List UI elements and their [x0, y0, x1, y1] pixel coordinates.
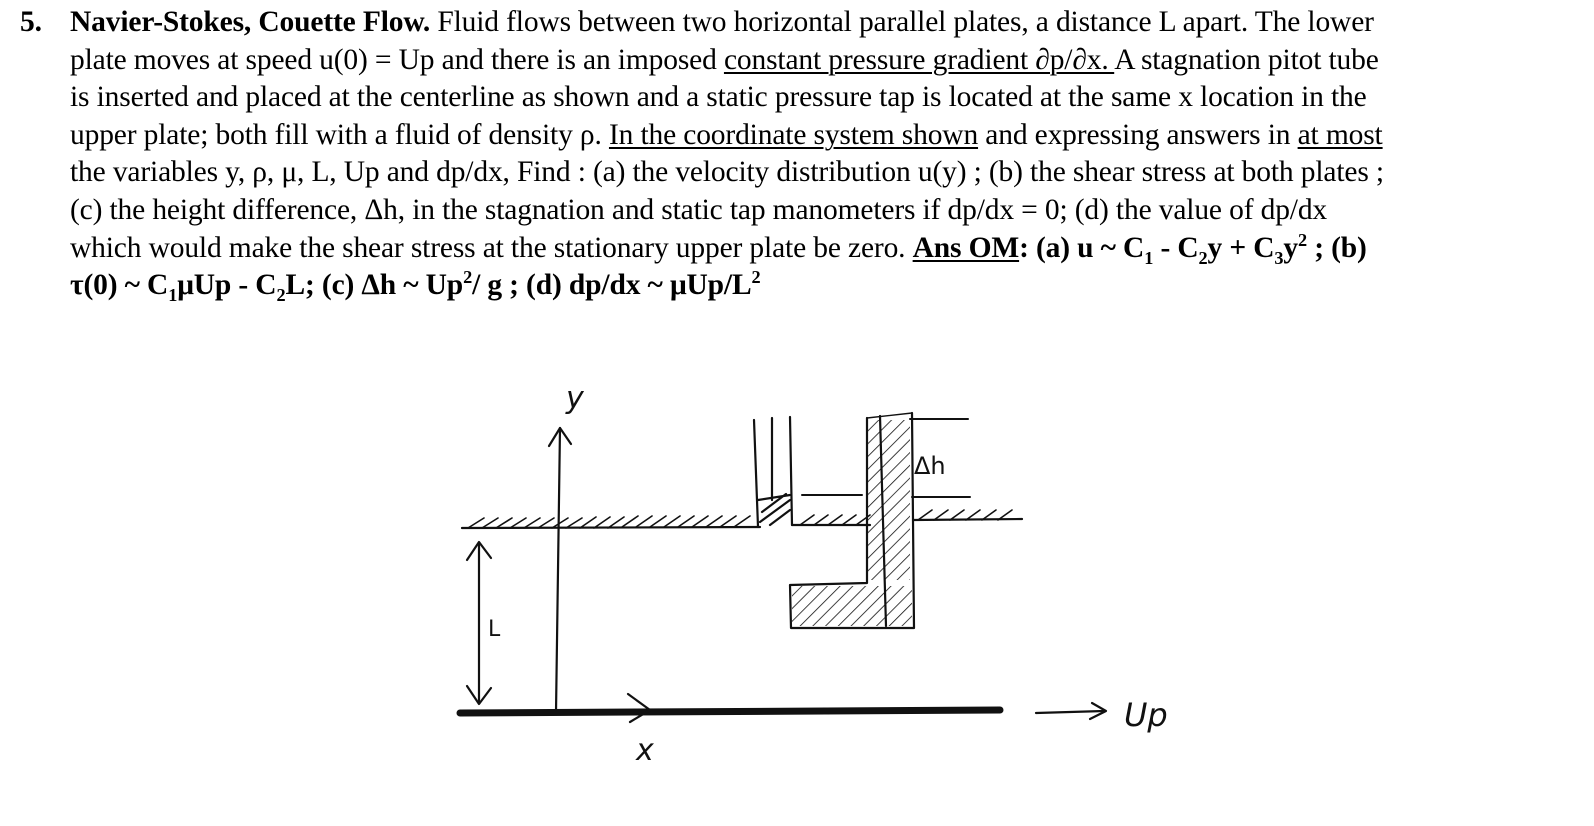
- problem-line-6: (c) the height difference, Δh, in the st…: [20, 192, 1580, 230]
- problem-line-4: upper plate; both fill with a fluid of d…: [20, 117, 1580, 155]
- answer-text: τ(0) ~ C1μUp - C2L; (c) Δh ~ Up2/ g ; (d…: [70, 267, 761, 306]
- problem-text: and expressing answers in: [978, 118, 1298, 151]
- pitot-wall-hatch: [868, 420, 910, 580]
- answer-label: Ans OM: [912, 231, 1020, 264]
- problem-text: upper plate; both fill with a fluid of d…: [70, 118, 609, 151]
- lower-moving-plate: [456, 706, 1004, 717]
- velocity-arrow: [1034, 701, 1108, 721]
- upper-plate-hatching: [467, 509, 1013, 529]
- plate-gap-dimension: [465, 540, 493, 706]
- problem-line-3: is inserted and placed at the centerline…: [20, 79, 1580, 117]
- problem-line-8: τ(0) ~ C1μUp - C2L; (c) Δh ~ Up2/ g ; (d…: [20, 267, 1580, 305]
- problem-text: which would make the shear stress at the…: [70, 231, 913, 264]
- underlined-text: In the coordinate system shown: [608, 118, 979, 151]
- problem-line-5: the variables y, ρ, μ, L, Up and dp/dx, …: [20, 154, 1580, 192]
- pitot-base-hatch: [792, 586, 912, 626]
- problem-text: (c) the height difference, Δh, in the st…: [70, 193, 1328, 226]
- x-axis-arrow: [626, 692, 652, 724]
- problem-title: Navier-Stokes, Couette Flow.: [70, 6, 431, 38]
- y-axis-label: y: [565, 381, 585, 416]
- upper-plate: [460, 525, 762, 530]
- delta-h-label: Δh: [914, 452, 946, 480]
- problem-line-1: 5. Navier-Stokes, Couette Flow. Fluid fl…: [20, 4, 1580, 42]
- velocity-label: Up: [1124, 696, 1168, 734]
- problem-line-2: plate moves at speed u(0) = Up and there…: [20, 42, 1580, 80]
- problem-line-7: which would make the shear stress at the…: [20, 230, 1580, 268]
- x-axis-label: x: [635, 733, 654, 768]
- gap-label: L: [488, 617, 501, 642]
- problem-text: Fluid flows between two horizontal paral…: [430, 6, 1374, 38]
- problem-statement: 5. Navier-Stokes, Couette Flow. Fluid fl…: [20, 4, 1580, 305]
- problem-text: A stagnation pitot tube: [1114, 43, 1379, 76]
- problem-text: plate moves at speed u(0) = Up and there…: [70, 43, 724, 76]
- problem-text: the variables y, ρ, μ, L, Up and dp/dx, …: [70, 156, 1384, 189]
- answer-text: : (a) u ~ C1 - C2y + C3y2 ; (b): [1019, 229, 1367, 268]
- problem-number: 5.: [20, 6, 42, 38]
- problem-text: is inserted and placed at the centerline…: [70, 81, 1367, 114]
- underlined-text: constant pressure gradient ∂p/∂x.: [723, 43, 1115, 76]
- static-tap-tube: [752, 415, 794, 529]
- underlined-text: at most: [1297, 118, 1383, 151]
- y-axis: [547, 426, 573, 714]
